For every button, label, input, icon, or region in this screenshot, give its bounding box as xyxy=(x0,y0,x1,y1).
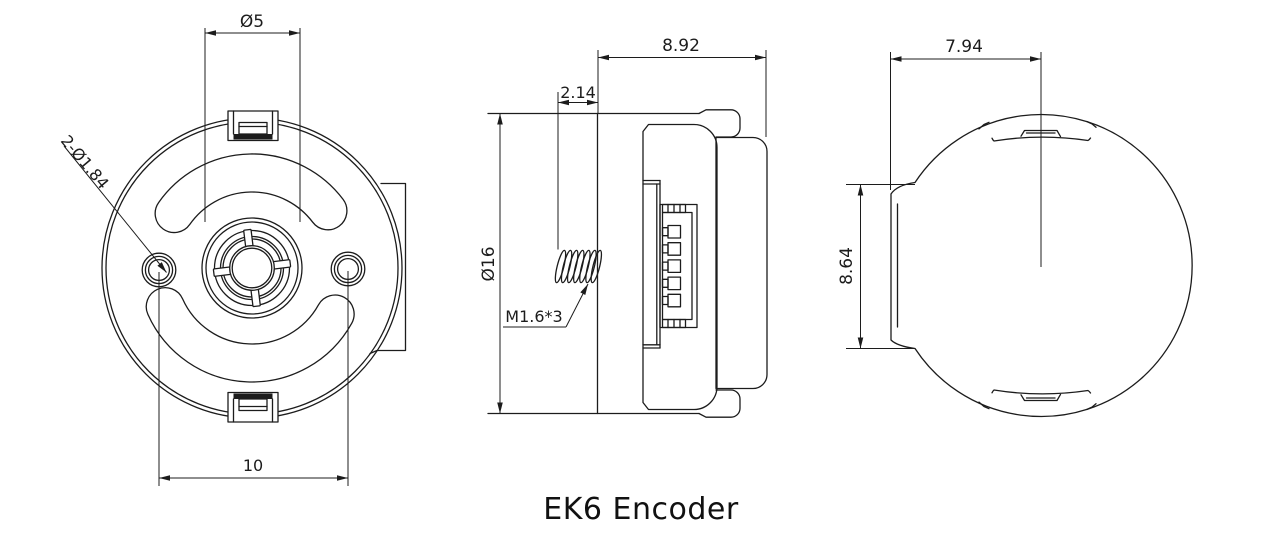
front-hub xyxy=(201,217,303,319)
rear-top-latch xyxy=(978,120,1097,142)
dim-hole-spacing-label: 10 xyxy=(243,456,263,475)
connector-5pin xyxy=(659,203,698,329)
dim-body-diameter: Ø16 xyxy=(479,113,503,414)
side-view: 8.92 2.14 Ø16 M1.6*3 xyxy=(479,36,768,418)
rear-bottom-latch xyxy=(978,389,1097,411)
dim-body-depth-label: 8.92 xyxy=(662,36,700,56)
dim-shaft-protrusion: 2.14 xyxy=(557,83,598,250)
dim-shaft-protrusion-label: 2.14 xyxy=(560,83,596,102)
dim-flat-width: 8.64 xyxy=(837,184,915,349)
side-rear-housing xyxy=(715,136,768,390)
front-top-arc-slot xyxy=(154,153,348,234)
dim-center-to-flat: 7.94 xyxy=(890,37,1041,190)
dim-boss-diameter-label: Ø5 xyxy=(240,12,264,32)
side-bottom-tab xyxy=(698,389,741,418)
connector-pins xyxy=(661,224,682,308)
side-mid-housing xyxy=(642,123,718,411)
connector-base xyxy=(642,179,661,349)
dim-center-to-flat-label: 7.94 xyxy=(945,37,983,57)
callout-mount-holes: 2-Ø1.84 xyxy=(57,131,167,273)
dim-body-depth: 8.92 xyxy=(597,36,767,137)
side-top-tab xyxy=(698,109,741,138)
dim-boss-diameter: Ø5 xyxy=(204,12,301,222)
dim-flat-width-label: 8.64 xyxy=(837,247,857,285)
dim-hole-spacing: 10 xyxy=(158,271,349,486)
shaft-bore xyxy=(229,245,275,291)
callout-thread-label: M1.6*3 xyxy=(505,307,562,326)
front-top-latch xyxy=(227,110,279,142)
front-view: Ø5 10 2-Ø1.84 xyxy=(57,12,407,486)
drawing-title: EK6 Encoder xyxy=(543,492,739,527)
callout-mount-holes-label: 2-Ø1.84 xyxy=(57,131,113,192)
threaded-shaft xyxy=(554,249,603,284)
front-bottom-latch xyxy=(227,391,279,423)
rear-view: 7.94 8.64 xyxy=(837,37,1193,418)
front-bottom-arc-slot xyxy=(145,287,355,383)
callout-thread: M1.6*3 xyxy=(503,283,589,328)
front-side-connector-edge xyxy=(369,182,407,355)
rear-body-outline xyxy=(890,113,1193,418)
dim-body-diameter-label: Ø16 xyxy=(479,246,499,281)
